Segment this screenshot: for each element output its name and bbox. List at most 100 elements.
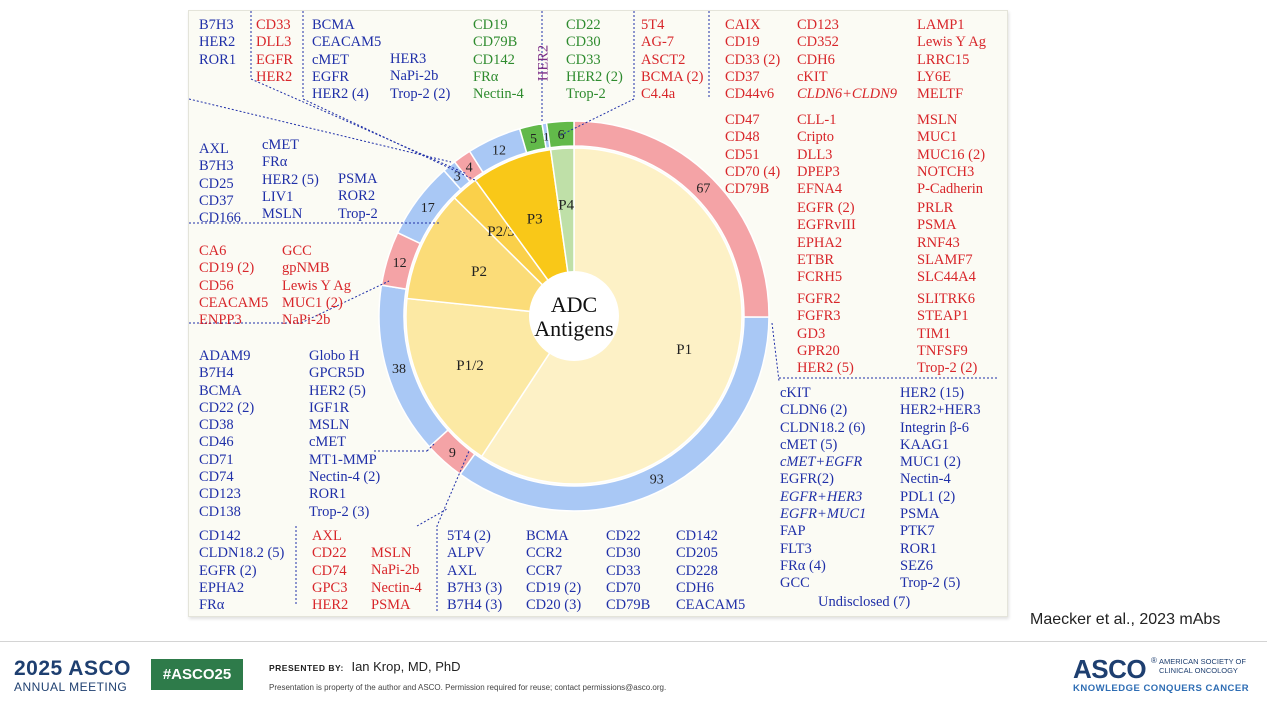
antigen-label: C4.4a <box>641 86 676 103</box>
antigen-label: FLT3 <box>780 540 812 557</box>
antigen-label: MT1-MMP <box>309 451 377 468</box>
presented-by: PRESENTED BY: Ian Krop, MD, PhD <box>269 659 461 674</box>
antigen-label: CD142 <box>473 51 515 68</box>
antigen-label: cMET <box>312 51 350 68</box>
outer-segment-value-3: 38 <box>392 362 406 377</box>
antigen-label: CA6 <box>199 243 227 259</box>
antigen-label: GPR20 <box>797 342 840 359</box>
antigen-label: HER2 (4) <box>312 86 369 103</box>
antigen-label: CD22 <box>566 17 601 33</box>
antigen-label: Cripto <box>797 129 835 146</box>
outer-segment-value-5: 17 <box>421 201 435 216</box>
antigen-label: CCR7 <box>526 562 563 579</box>
leader-line-4 <box>558 11 635 137</box>
antigen-label: GPC3 <box>312 579 348 596</box>
antigen-label: B7H4 <box>199 365 234 382</box>
antigen-label: MSLN <box>917 112 958 128</box>
antigen-label: NOTCH3 <box>917 163 975 180</box>
leader-line-11 <box>426 443 435 452</box>
antigen-label: CD38 <box>199 417 234 434</box>
presenter-name: Ian Krop, MD, PhD <box>351 659 461 674</box>
antigen-label: BCMA (2) <box>641 68 704 85</box>
leader-line-13 <box>771 322 780 382</box>
antigen-label: BCMA <box>526 528 569 544</box>
antigen-label: DLL3 <box>797 146 833 163</box>
antigen-label: PTK7 <box>900 523 935 540</box>
antigen-label: CD19 (2) <box>526 579 582 596</box>
outer-segment-value-9: 5 <box>530 132 537 147</box>
antigen-label: EGFR <box>312 68 350 85</box>
leader-line-7 <box>189 280 390 324</box>
antigen-label: EPHA2 <box>797 234 843 251</box>
leader-line-0 <box>189 98 452 163</box>
antigen-label: CD79B <box>606 597 651 614</box>
antigen-label: PRLR <box>917 200 954 216</box>
antigen-label: CLDN6 (2) <box>780 402 848 419</box>
antigen-label: CLL-1 <box>797 112 837 128</box>
antigen-label: ROR1 <box>309 486 347 503</box>
antigen-label: CD25 <box>199 175 234 192</box>
antigen-label: ROR2 <box>338 188 376 205</box>
antigen-label: CD228 <box>676 562 718 579</box>
inner-slice-label-0: P1 <box>676 342 692 358</box>
antigen-label: CD142 <box>199 528 241 544</box>
antigen-label: BCMA <box>199 382 242 399</box>
antigen-label: LIV1 <box>262 188 294 205</box>
antigen-label: 5T4 (2) <box>447 528 491 544</box>
antigen-label: GCC <box>282 243 312 259</box>
antigen-label: CD138 <box>199 503 241 520</box>
antigen-label: CD22 <box>312 545 347 562</box>
antigen-label: CEACAM5 <box>676 597 746 614</box>
antigen-label: ROR1 <box>900 540 938 557</box>
antigen-label: CEACAM5 <box>199 294 269 311</box>
antigen-label: CD142 <box>676 528 718 544</box>
antigen-label: CD70 <box>606 579 641 596</box>
antigen-label: HER2 (5) <box>797 360 854 377</box>
antigen-label: cMET (5) <box>780 436 838 453</box>
antigen-label: Trop-2 <box>338 205 378 222</box>
asco-logo-registered: ® <box>1151 656 1157 665</box>
antigen-label: ENPP3 <box>199 312 242 329</box>
antigen-label: B7H4 (3) <box>447 597 503 614</box>
meeting-year: 2025 ASCO <box>14 657 131 680</box>
antigen-label: B7H3 <box>199 17 234 33</box>
her2-vertical-text: HER2 <box>535 44 552 82</box>
antigen-label: cMET <box>262 137 300 153</box>
antigen-label: CD20 (3) <box>526 597 582 614</box>
outer-segment-value-6: 3 <box>454 170 461 185</box>
asco-logo-tagline: KNOWLEDGE CONQUERS CANCER <box>1073 683 1250 694</box>
antigen-label: CD33 (2) <box>725 51 781 68</box>
antigen-label: Undisclosed (7) <box>818 594 911 610</box>
antigen-label: CCR2 <box>526 545 563 562</box>
antigen-label: Nectin-4 <box>900 471 951 488</box>
antigen-label: CD30 <box>606 545 641 562</box>
antigen-label: HER2 (2) <box>566 68 623 85</box>
antigen-label: CD33 <box>566 51 601 68</box>
antigen-label: EGFR (2) <box>797 200 855 216</box>
inner-slice-label-5: P4 <box>558 197 574 213</box>
asco-logo-word: ASCO <box>1073 654 1147 684</box>
outer-segment-value-2: 9 <box>449 446 456 461</box>
antigen-label: Globo H <box>309 348 360 364</box>
leader-line-10 <box>416 508 448 527</box>
antigen-label: CD79B <box>725 181 770 198</box>
antigen-label: CD123 <box>797 17 839 33</box>
antigen-label: EFNA4 <box>797 181 843 198</box>
antigen-label: FGFR3 <box>797 308 841 325</box>
